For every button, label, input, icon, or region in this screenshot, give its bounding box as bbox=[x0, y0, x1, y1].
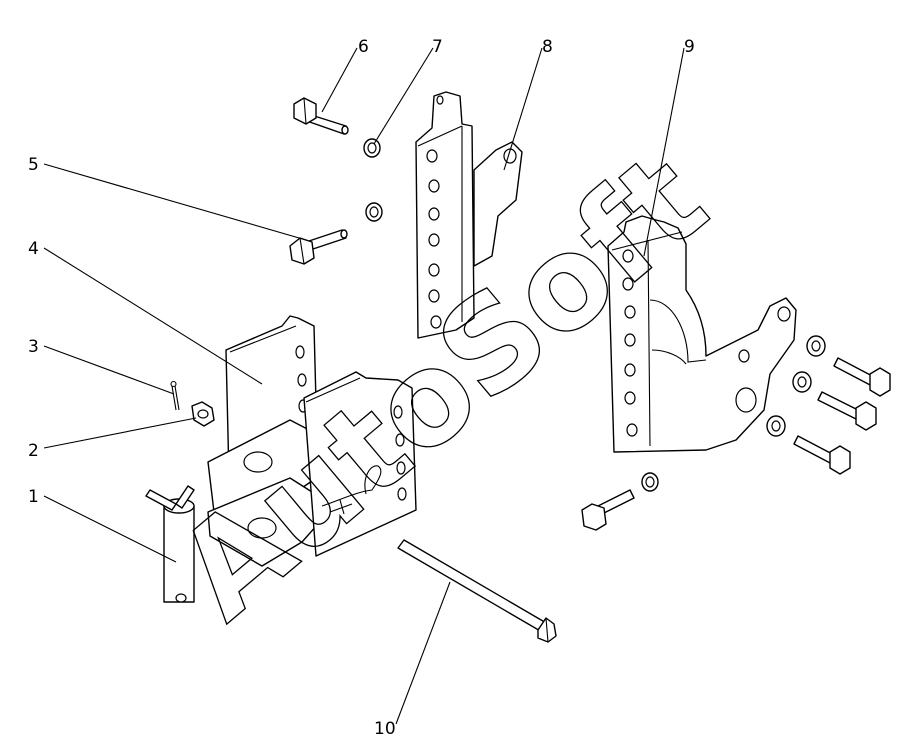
callout-2: 2 bbox=[28, 441, 39, 461]
part-5-bolt bbox=[289, 229, 348, 265]
callout-4: 4 bbox=[28, 239, 39, 259]
part-7-washers bbox=[363, 138, 383, 222]
leader-1 bbox=[43, 495, 177, 563]
callout-labels: 1 2 3 4 5 6 7 8 9 10 bbox=[28, 37, 695, 739]
part-10-long-bolt bbox=[397, 539, 557, 643]
leader-lines bbox=[43, 47, 685, 725]
leader-2 bbox=[43, 417, 197, 449]
callout-1: 1 bbox=[28, 487, 39, 507]
callout-6: 6 bbox=[358, 37, 369, 57]
leader-3 bbox=[43, 345, 175, 395]
part-1-pin bbox=[145, 485, 195, 603]
callout-9: 9 bbox=[684, 37, 695, 57]
leader-5 bbox=[43, 163, 307, 241]
washers-and-bolts-right bbox=[581, 335, 891, 531]
callout-3: 3 bbox=[28, 337, 39, 357]
leader-8 bbox=[503, 47, 543, 171]
leader-10 bbox=[395, 581, 451, 725]
part-2-nut bbox=[191, 401, 215, 427]
leader-9 bbox=[643, 47, 685, 257]
leader-6 bbox=[321, 47, 358, 113]
callout-7: 7 bbox=[432, 37, 443, 57]
leader-7 bbox=[373, 47, 434, 145]
part-6-bolt bbox=[293, 97, 349, 135]
callout-8: 8 bbox=[542, 37, 553, 57]
part-9-bracket-frame bbox=[607, 215, 797, 453]
callout-10: 10 bbox=[374, 719, 396, 739]
leader-4 bbox=[43, 247, 263, 385]
part-4-coupling-body bbox=[207, 315, 417, 567]
part-3-split-pin bbox=[170, 380, 180, 411]
callout-5: 5 bbox=[28, 155, 39, 175]
